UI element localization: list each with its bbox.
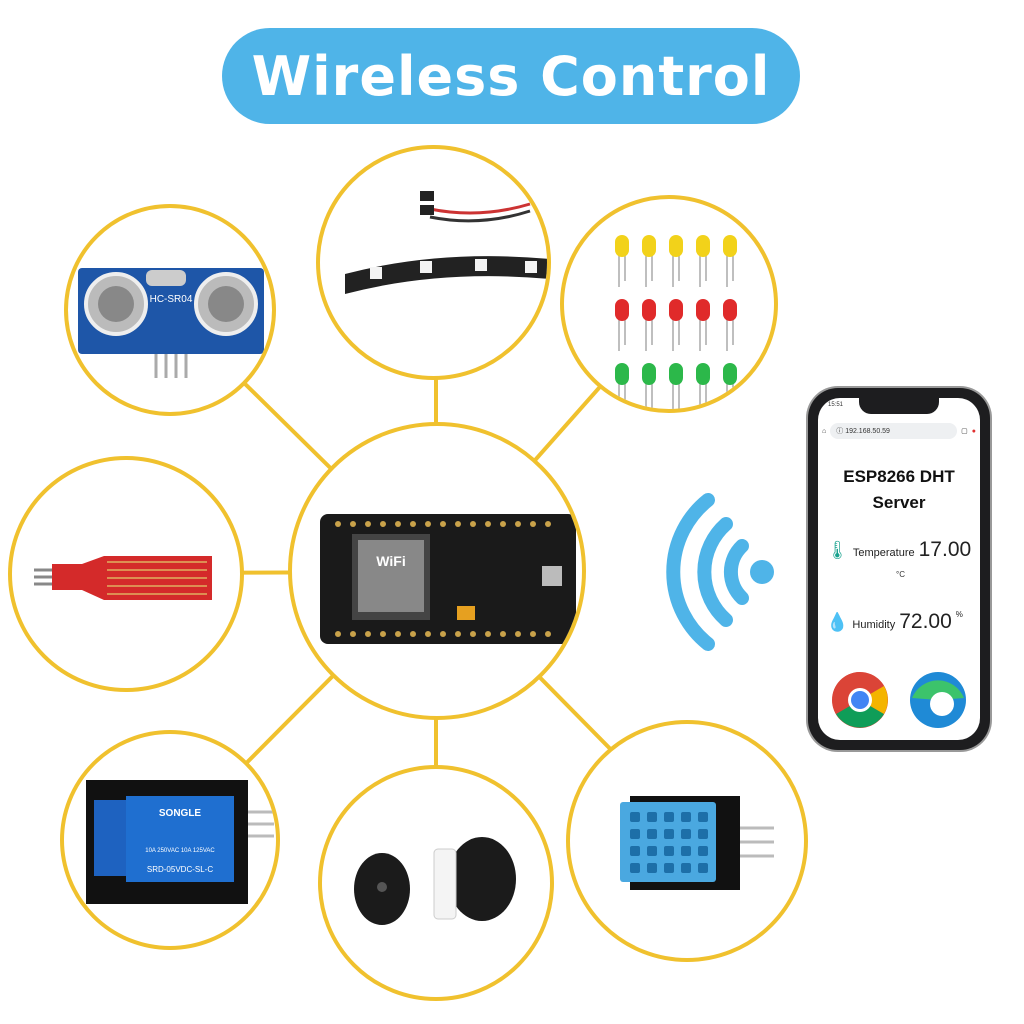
led	[696, 299, 710, 321]
buzzer-circle	[318, 765, 554, 1001]
relay-brand: SONGLE	[159, 808, 202, 819]
temperature-label: Temperature	[852, 547, 915, 559]
led	[696, 235, 710, 257]
page-title: Wireless Control	[251, 44, 771, 108]
ultrasonic-sensor-circle: HC-SR04	[64, 204, 276, 416]
led	[696, 363, 710, 385]
temperature-value: 17.00	[918, 538, 972, 561]
relay-model: SRD-05VDC-SL-C	[147, 865, 213, 874]
url-text: 192.168.50.59	[845, 428, 890, 435]
smartphone: 15:51 ⌂ ⓘ 192.168.50.59 ▢ ● ESP8266 DHT …	[808, 388, 990, 750]
led	[642, 235, 656, 257]
water-sensor-circle	[8, 456, 244, 692]
droplet-icon: 💧	[826, 612, 849, 632]
home-icon[interactable]: ⌂	[822, 427, 827, 435]
led	[723, 363, 737, 385]
browser-toolbar: ⌂ ⓘ 192.168.50.59 ▢ ●	[822, 420, 976, 442]
title-banner: Wireless Control	[222, 28, 800, 124]
edge-icon[interactable]	[908, 670, 968, 730]
relay-rating: 10A 250VAC 10A 125VAC	[145, 848, 215, 854]
led	[669, 299, 683, 321]
chrome-icon[interactable]	[830, 670, 890, 730]
phone-screen: 15:51 ⌂ ⓘ 192.168.50.59 ▢ ● ESP8266 DHT …	[818, 398, 980, 740]
wifi-signal-icon	[666, 493, 774, 651]
phone-notch	[859, 398, 939, 414]
status-time: 15:51	[828, 402, 844, 408]
dht-sensor-circle	[566, 720, 808, 962]
wifi-chip-label: WiFi	[376, 553, 405, 569]
nodemcu-circle: WiFi	[288, 422, 586, 720]
info-icon: ⓘ	[836, 428, 846, 435]
led	[723, 235, 737, 257]
led-strip-circle	[316, 145, 551, 380]
thermometer-icon: 🌡	[826, 540, 849, 560]
humidity-value: 72.00	[899, 610, 952, 633]
led	[615, 235, 629, 257]
relay-circle: SONGLE 10A 250VAC 10A 125VAC SRD-05VDC-S…	[60, 730, 280, 950]
url-bar[interactable]: ⓘ 192.168.50.59	[830, 423, 958, 439]
led	[669, 235, 683, 257]
leds-circle	[560, 195, 778, 413]
humidity-label: Humidity	[852, 619, 896, 631]
led	[642, 363, 656, 385]
temperature-unit: °C	[896, 570, 905, 579]
led	[669, 363, 683, 385]
led	[615, 299, 629, 321]
humidity-unit: %	[955, 610, 963, 619]
menu-icon[interactable]: ●	[971, 427, 976, 435]
tabs-icon[interactable]: ▢	[961, 428, 968, 435]
ultrasonic-label: HC-SR04	[150, 294, 193, 305]
led	[642, 299, 656, 321]
led	[615, 363, 629, 385]
server-heading: ESP8266 DHT Server	[843, 467, 955, 512]
led	[723, 299, 737, 321]
